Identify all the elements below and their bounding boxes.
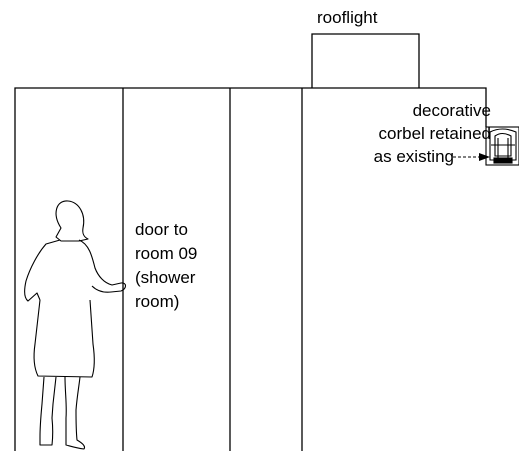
door-label-line-3: (shower (135, 268, 196, 287)
door-label-line-4: room) (135, 292, 180, 311)
rooflight-label: rooflight (317, 8, 378, 27)
person-figure (24, 200, 127, 450)
wall-outline (14, 87, 487, 451)
door-label-line-1: door to (135, 220, 188, 239)
corbel-label-line-1: decorative (412, 101, 491, 120)
rooflight-box (311, 33, 420, 88)
corbel-label-line-2: corbel retained (378, 124, 491, 143)
door-label-line-2: room 09 (135, 244, 198, 263)
corbel-leader-arrow (453, 153, 490, 161)
corbel-icon (485, 126, 519, 166)
corbel-label-line-3: as existing (373, 147, 454, 166)
